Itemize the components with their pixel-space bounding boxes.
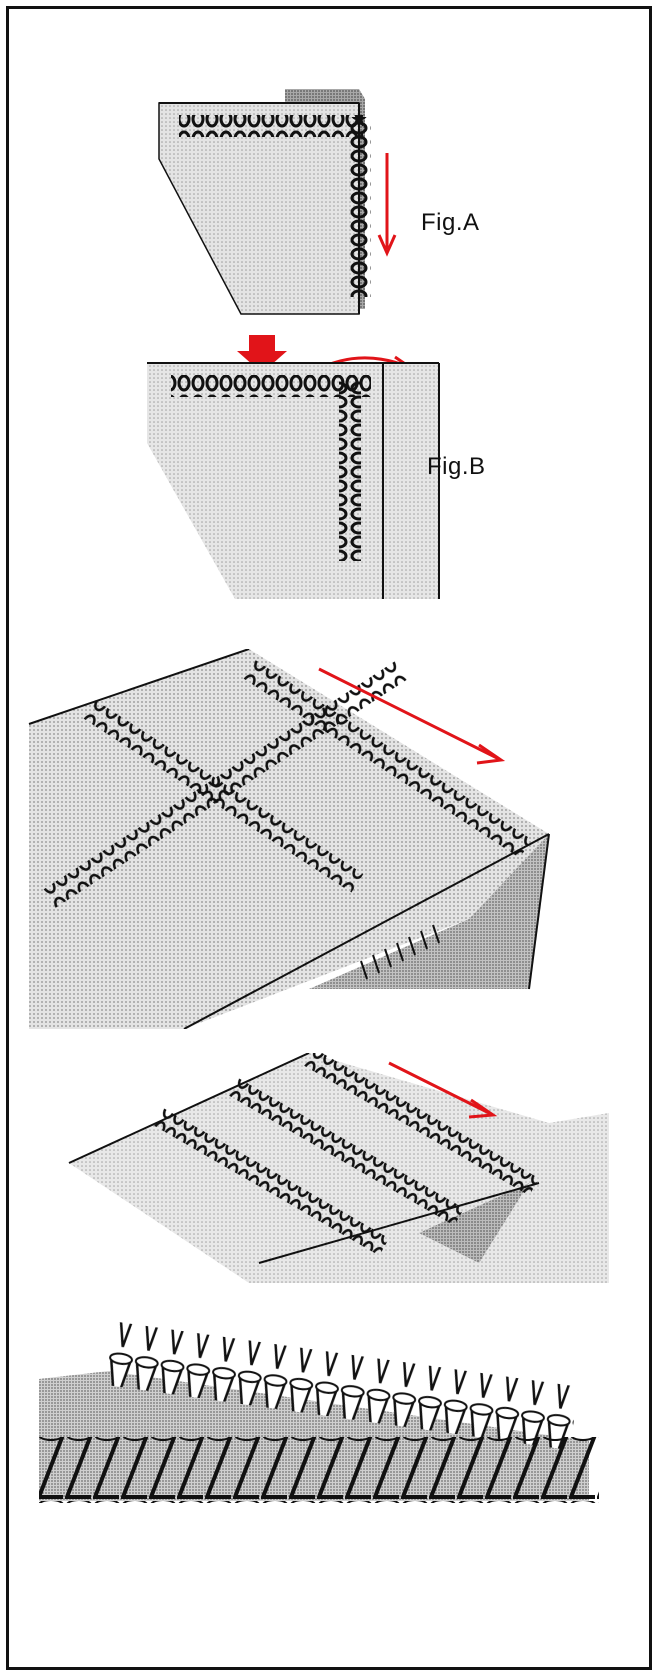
parallel-seams-illustration xyxy=(9,1053,649,1283)
fig-a-label: Fig.A xyxy=(421,209,480,237)
diagram-frame: Fig.A Fig.B xyxy=(6,6,652,1670)
arrow-down-icon xyxy=(379,153,395,253)
fig-a-illustration xyxy=(9,9,649,339)
fig-b-illustration xyxy=(9,353,649,613)
stitch-detail-illustration xyxy=(9,1291,649,1511)
fig-b-label: Fig.B xyxy=(427,453,486,481)
stitch-row xyxy=(179,115,363,137)
stitch-column xyxy=(339,381,361,561)
bottom-stitch-row xyxy=(39,1437,599,1503)
fabric-panel xyxy=(69,1053,609,1283)
stitch-column xyxy=(349,117,371,297)
fabric-piece xyxy=(147,363,439,599)
cross-seam-illustration xyxy=(9,649,649,1029)
